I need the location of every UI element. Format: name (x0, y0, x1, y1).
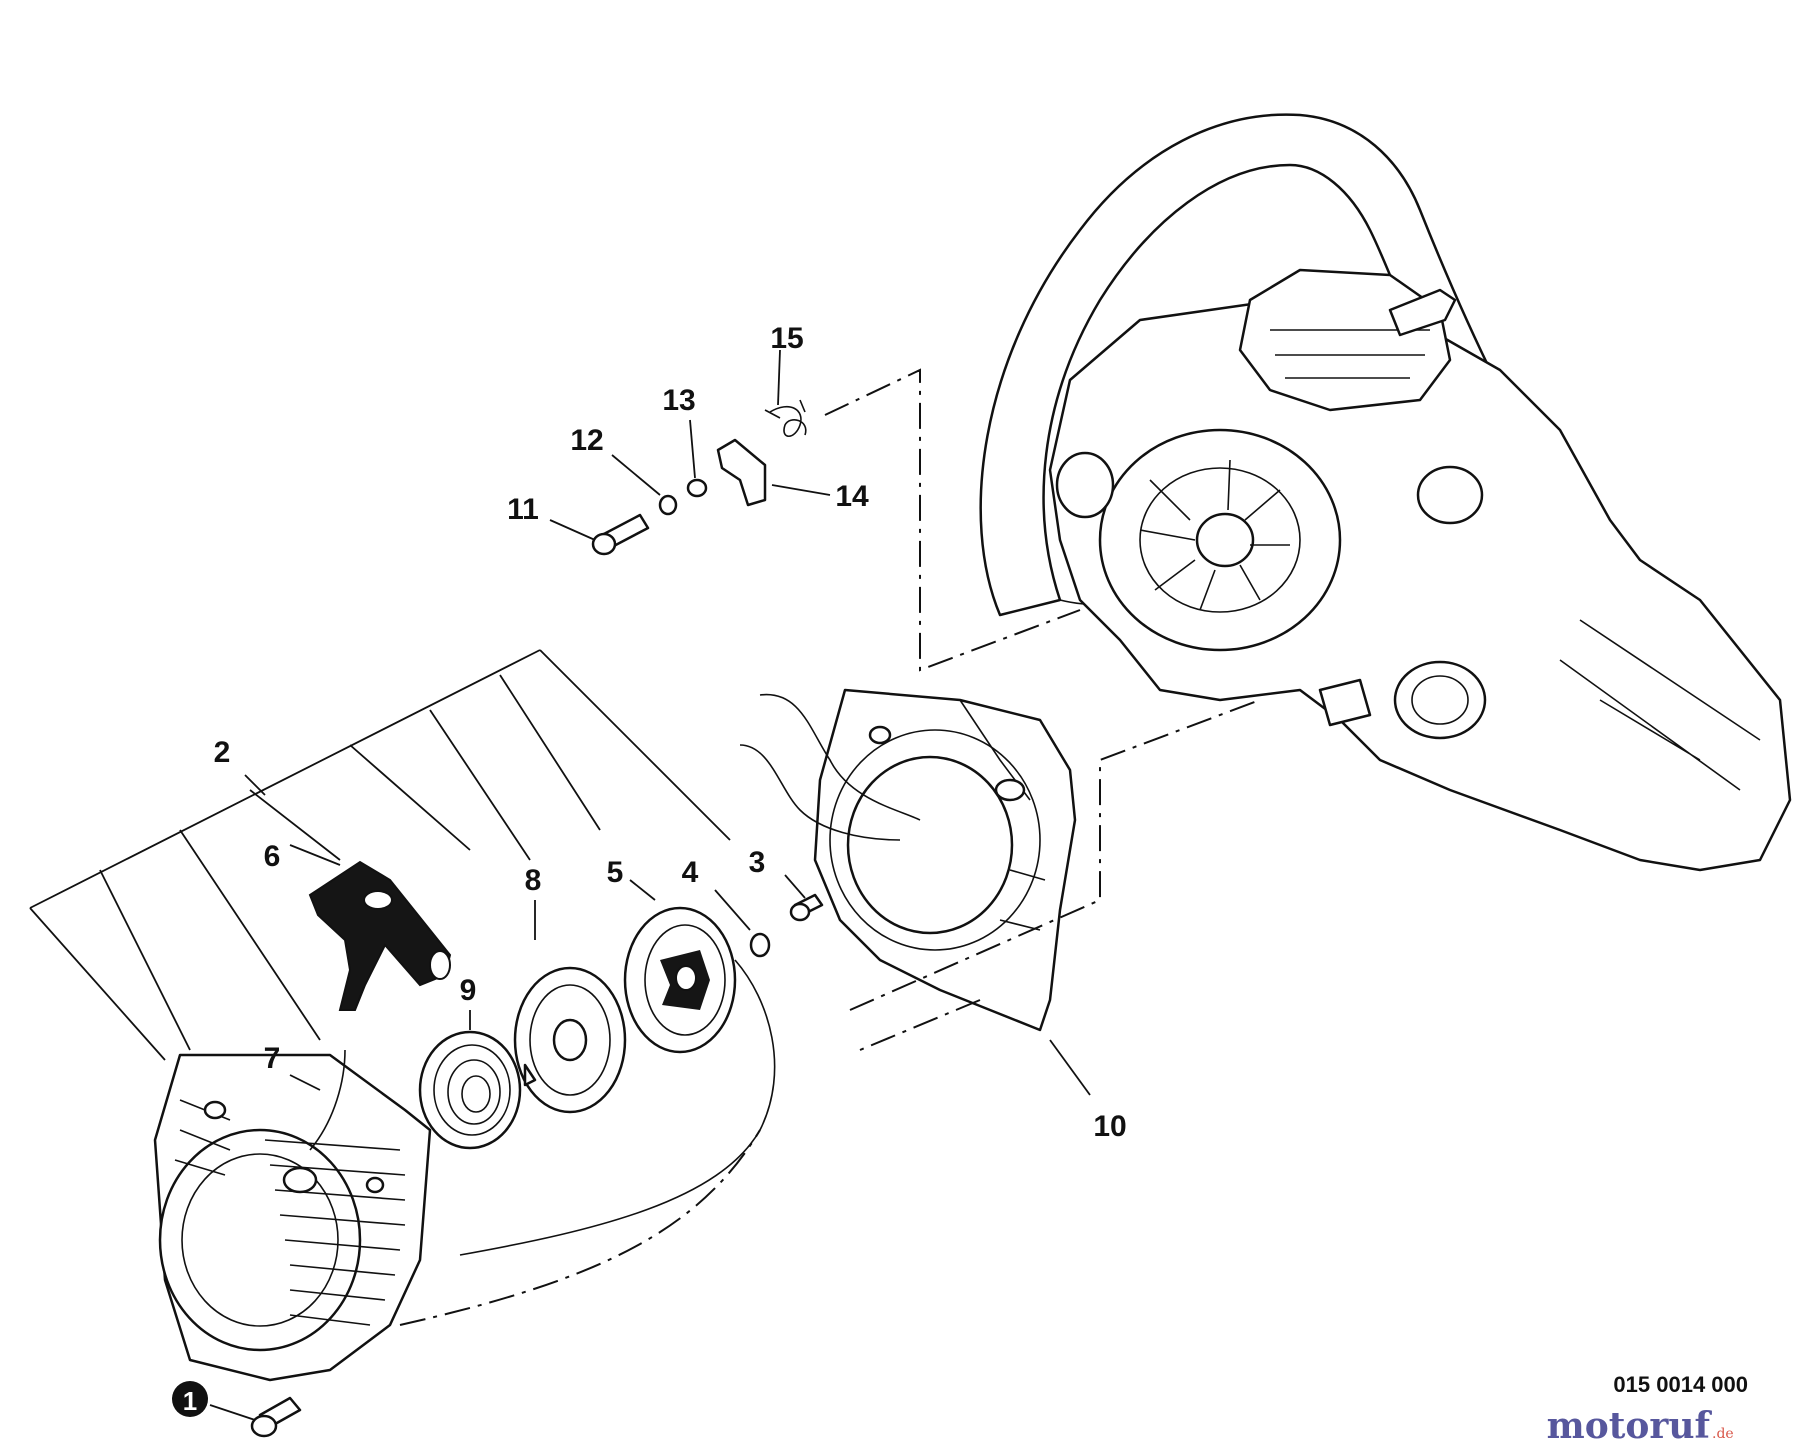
callout-4: 4 (682, 856, 699, 889)
callout-1: 1 (183, 1386, 197, 1416)
bracket-14-drawing (716, 438, 767, 507)
callout-5: 5 (607, 856, 624, 889)
chainsaw-housing-drawing (979, 113, 1792, 872)
rewind-spring-drawing (418, 1030, 522, 1150)
callout-13: 13 (662, 384, 695, 417)
callout-15: 15 (770, 322, 803, 355)
callout-9: 9 (460, 974, 477, 1007)
callout-11: 11 (507, 493, 539, 526)
callout-2: 2 (214, 736, 231, 769)
document-number: 015 0014 000 (1613, 1372, 1748, 1397)
washer-4-drawing (749, 932, 771, 958)
callout-7: 7 (264, 1042, 281, 1075)
fan-housing-drawing (739, 688, 1077, 1032)
callout-leaders (209, 349, 1091, 1421)
washer-12-drawing (658, 494, 678, 516)
starter-rope-drawing (309, 1049, 346, 1151)
watermark-suffix: .de (1712, 1426, 1734, 1442)
callout-14: 14 (835, 480, 869, 513)
callout-3: 3 (749, 846, 766, 879)
assembly-bracket-2 (29, 649, 731, 1061)
callout-6: 6 (264, 840, 281, 873)
watermark: motoruf .de (1547, 1405, 1734, 1444)
starter-grip-drawing (308, 860, 452, 1011)
screw-11-drawing (591, 513, 650, 556)
spring-housing-drawing (513, 966, 627, 1114)
sleeve-13-drawing (686, 478, 708, 498)
starter-cover-drawing (153, 1053, 432, 1382)
watermark-brand: motoruf (1547, 1405, 1713, 1444)
spring-clip-15-drawing (764, 399, 807, 438)
alignment-lines (399, 368, 1261, 1326)
callout-8: 8 (525, 864, 542, 897)
callout-12: 12 (570, 424, 603, 457)
rope-rotor-drawing (459, 906, 776, 1256)
callout-10: 10 (1093, 1110, 1126, 1143)
callout-labels: 1 2 3 4 5 6 7 8 9 10 11 12 13 14 15 (172, 322, 1127, 1417)
screw-3-drawing (789, 893, 824, 922)
callout-1-badge: 1 (172, 1381, 208, 1417)
screw-1-drawing (250, 1396, 302, 1438)
